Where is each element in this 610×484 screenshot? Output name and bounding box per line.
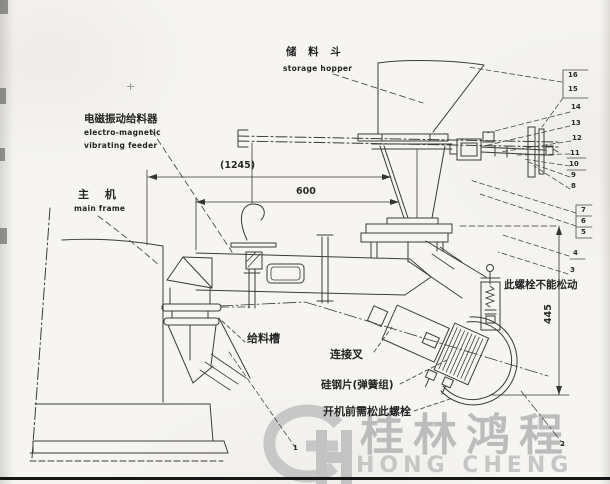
scan-smudge xyxy=(0,148,5,161)
callout-10: 10 xyxy=(569,160,579,168)
callout-9: 9 xyxy=(571,171,576,179)
scan-smudge xyxy=(0,228,7,244)
main-frame-outline xyxy=(29,169,229,462)
label-feeder-zh: 电磁振动给料器 xyxy=(84,113,158,125)
label-spring-zh: 硅钢片(弹簧组) xyxy=(321,379,394,391)
unit-centerline xyxy=(219,301,549,377)
feeder-inlet-funnel xyxy=(371,143,453,225)
discharge-chute xyxy=(161,287,254,391)
callout-6: 6 xyxy=(581,217,586,225)
bottom-border-line xyxy=(0,477,610,480)
label-leaders xyxy=(97,73,454,412)
label-loosen-before-start-zh: 开机前需松此螺栓 xyxy=(323,405,411,418)
storage-hopper xyxy=(357,60,485,142)
callout-7: 7 xyxy=(581,206,586,214)
vibrator-guard-arc xyxy=(440,316,518,406)
callout-13: 13 xyxy=(571,119,581,127)
support-gusset xyxy=(407,240,487,299)
callout-1: 1 xyxy=(293,444,298,452)
callout-14: 14 xyxy=(571,103,581,111)
label-trough-zh: 给料槽 xyxy=(247,332,280,345)
callout-5: 5 xyxy=(581,228,586,236)
scan-smudge xyxy=(0,88,6,104)
callout-15: 15 xyxy=(568,85,578,93)
callout-12: 12 xyxy=(572,134,582,142)
label-storage-hopper-zh: 储 料 斗 xyxy=(286,46,345,58)
label-feeder-en2: vibrating feeder xyxy=(84,141,158,150)
suspension-hook xyxy=(230,142,277,309)
vibrator-unit xyxy=(366,304,490,395)
feeder-body xyxy=(360,223,453,263)
callout-4: 4 xyxy=(573,249,578,257)
callout-leaders xyxy=(228,66,593,451)
register-plus-mark: + xyxy=(126,80,136,93)
left-scan-shadow xyxy=(0,0,14,484)
dim-feeder-width: 600 xyxy=(296,186,316,197)
hongcheng-h-monogram-icon xyxy=(316,430,352,484)
label-main-frame-en: main frame xyxy=(74,204,126,213)
watermark-brand-en: HONG CHENG xyxy=(356,453,574,478)
label-fork-zh: 连接叉 xyxy=(330,348,363,361)
callout-3: 3 xyxy=(570,266,575,274)
dim-overall-width: (1245) xyxy=(220,160,256,171)
callout-8: 8 xyxy=(571,182,576,190)
dimension-lines xyxy=(147,174,570,396)
callout-11: 11 xyxy=(570,149,580,157)
dim-height: 445 xyxy=(543,304,554,324)
label-feeder-en1: electro-magnetic xyxy=(84,128,161,137)
label-storage-hopper-en: storage hopper xyxy=(283,64,353,73)
locked-bolt-assembly xyxy=(480,264,501,331)
label-main-frame-zh: 主 机 xyxy=(78,188,122,201)
callout-2: 2 xyxy=(560,440,565,448)
scan-smudge xyxy=(0,0,8,14)
feed-trough xyxy=(166,234,432,304)
label-do-not-loosen-zh: 此螺栓不能松动 xyxy=(504,279,578,291)
right-scan-shadow xyxy=(600,0,610,484)
callout-16: 16 xyxy=(568,71,578,79)
rail-support-assembly xyxy=(449,126,559,178)
watermark-brand-zh: 桂林鸿程 xyxy=(360,410,572,461)
